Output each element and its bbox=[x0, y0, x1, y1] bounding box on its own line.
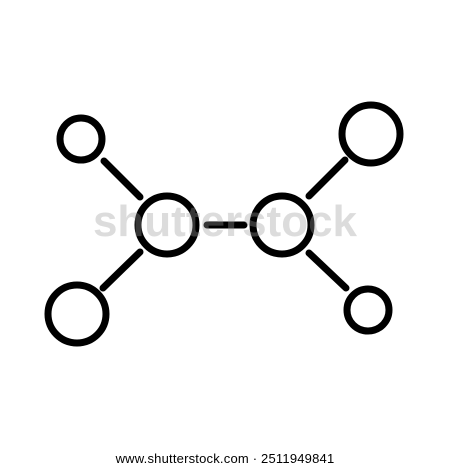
atom-bottom-left bbox=[44, 281, 110, 347]
bond-top-right bbox=[305, 156, 349, 200]
footer-text: www.shutterstock.com · 2511949841 bbox=[115, 450, 335, 466]
atom-top-left bbox=[56, 114, 106, 164]
atom-center-left bbox=[134, 192, 200, 258]
atom-center-right bbox=[249, 192, 315, 258]
bond-top-left bbox=[100, 157, 144, 201]
atom-bottom-right bbox=[343, 285, 393, 335]
bond-bottom-left bbox=[99, 248, 144, 292]
atom-top-right bbox=[338, 101, 404, 167]
footer-strip: www.shutterstock.com · 2511949841 bbox=[0, 446, 450, 470]
watermark: shutterstock bbox=[93, 197, 358, 246]
bond-bottom-right bbox=[305, 249, 350, 292]
